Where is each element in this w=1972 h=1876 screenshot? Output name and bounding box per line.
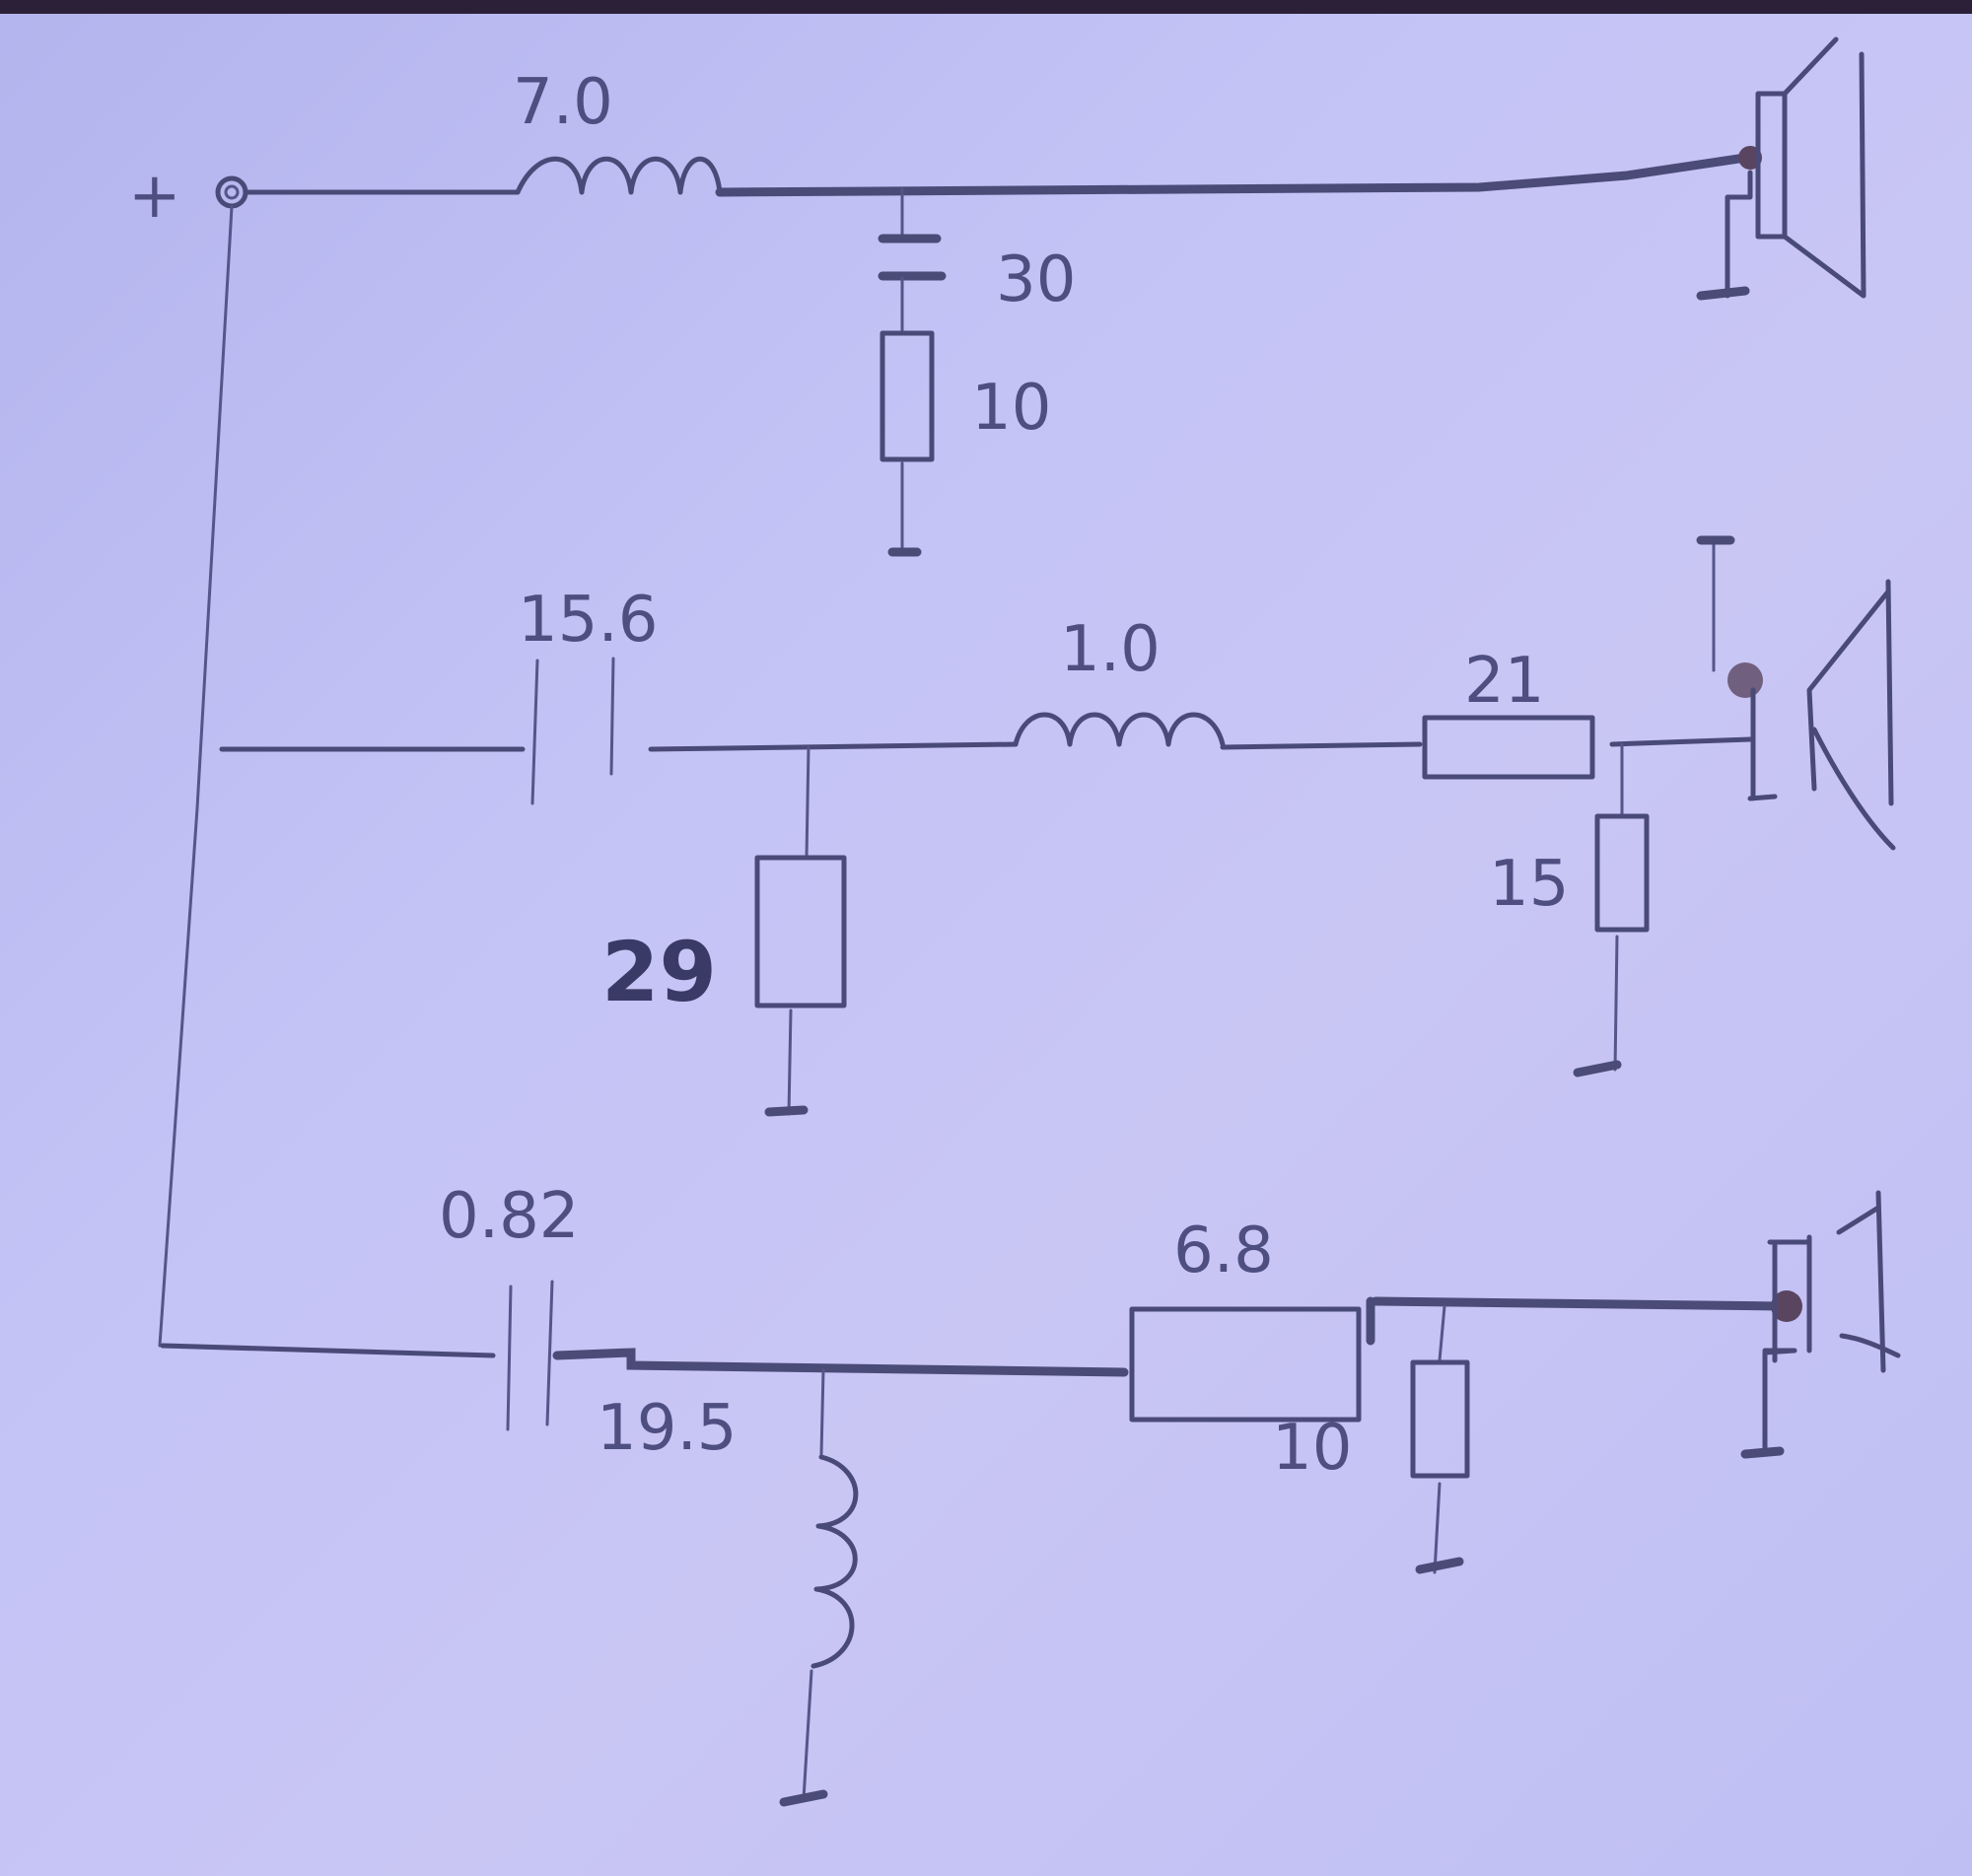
resistor-symbol xyxy=(754,855,847,1008)
resistor-29-label: 29 xyxy=(601,924,717,1020)
wire xyxy=(552,1348,1129,1377)
wire xyxy=(1371,1296,1785,1311)
wire xyxy=(648,741,1019,752)
wire xyxy=(1438,1304,1446,1362)
resistor-symbol xyxy=(1422,715,1595,780)
midrange-branch: 15.6 29 1.0 21 15 xyxy=(219,535,1896,1117)
tweeter-branch: 7.0 30 10 xyxy=(246,36,1866,557)
resistor-symbol xyxy=(1129,1306,1362,1423)
input-terminal: + xyxy=(128,160,248,233)
left-rail-wire xyxy=(158,205,234,1348)
wire xyxy=(787,1008,793,1116)
plus-sign-label: + xyxy=(128,160,181,233)
capacitor-30-label: 30 xyxy=(996,243,1076,316)
resistor-10-label: 10 xyxy=(971,372,1051,445)
inductor-symbol xyxy=(810,1454,859,1669)
resistor-symbol xyxy=(1594,813,1650,933)
inductor-symbol xyxy=(1013,712,1226,747)
wire xyxy=(160,1343,496,1358)
wire xyxy=(1220,741,1423,750)
wire xyxy=(1613,935,1619,1072)
ground-symbol xyxy=(764,1105,809,1117)
capacitor-plate xyxy=(530,659,539,805)
ground-symbol xyxy=(779,1789,828,1807)
midrange-speaker-icon xyxy=(1696,535,1896,851)
wire xyxy=(1609,736,1753,747)
resistor-21-label: 21 xyxy=(1464,645,1544,718)
ground-symbol xyxy=(1573,1060,1622,1077)
inductor-7-0-label: 7.0 xyxy=(513,66,613,139)
resistor-symbol xyxy=(1410,1359,1470,1479)
capacitor-plate xyxy=(609,657,615,776)
wire xyxy=(715,153,1750,197)
inductor-19-5-label: 19.5 xyxy=(597,1392,738,1465)
wire xyxy=(819,1368,825,1456)
inductor-symbol xyxy=(515,156,723,195)
inductor-1-0-label: 1.0 xyxy=(1060,613,1161,686)
capacitor-0-82-label: 0.82 xyxy=(439,1180,580,1253)
woofer-speaker-icon xyxy=(1740,1190,1901,1459)
wire xyxy=(1433,1482,1442,1574)
resistor-10-label: 10 xyxy=(1272,1412,1352,1485)
table-edge xyxy=(0,0,1972,14)
capacitor-15-6-label: 15.6 xyxy=(518,584,659,657)
capacitor-plate xyxy=(545,1280,554,1426)
capacitor-plate xyxy=(506,1285,513,1431)
tweeter-speaker-icon xyxy=(1696,36,1866,301)
ground-symbol xyxy=(1415,1557,1464,1574)
resistor-15-label: 15 xyxy=(1489,848,1569,921)
resistor-symbol xyxy=(880,330,935,462)
resistor-6-8-label: 6.8 xyxy=(1173,1215,1274,1287)
wire xyxy=(805,745,810,860)
woofer-branch: 0.82 19.5 6.8 10 xyxy=(160,1180,1901,1807)
wire xyxy=(802,1669,813,1801)
